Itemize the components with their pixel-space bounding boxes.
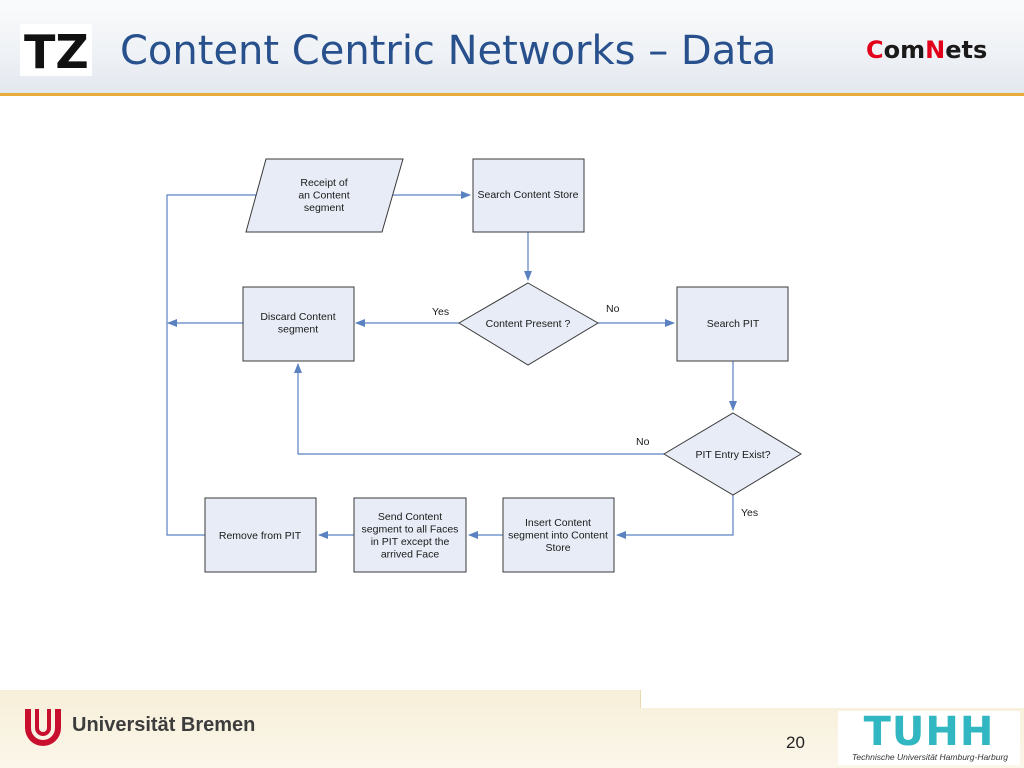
- node-label-line: an Content: [298, 190, 349, 202]
- edge-pit-exist-yes-to-insert-cs: [616, 495, 734, 539]
- node-content-present-shape: [458, 282, 599, 366]
- tuhh-logo: TUHH Technische Universität Hamburg-Harb…: [838, 709, 1020, 765]
- tuhh-subtitle: Technische Universität Hamburg-Harburg: [851, 752, 1009, 762]
- edge-label-no-pit: No: [636, 436, 650, 448]
- comnets-logo-part: ets: [945, 36, 988, 64]
- edge-labels: Yes No No Yes: [432, 303, 758, 519]
- node-insert-cs-shape: [502, 497, 615, 573]
- tzi-logo-text: TZi: [24, 25, 92, 76]
- node-label-line: Receipt of: [300, 177, 347, 189]
- node-label-line: Store: [545, 542, 570, 554]
- node-label-line: segment into Content: [508, 530, 608, 542]
- node-label-line: Remove from PIT: [219, 530, 302, 542]
- node-discard-shape: [242, 286, 355, 362]
- tzi-logo: TZi: [20, 24, 92, 76]
- node-label-line: Search Content Store: [478, 189, 579, 201]
- page-title: Content Centric Networks – Data: [120, 28, 777, 74]
- comnets-logo-part: C: [866, 36, 884, 64]
- university-name: Universität Bremen: [72, 714, 256, 736]
- node-pit-exist-label: PIT Entry Exist?: [695, 449, 770, 461]
- node-remove-pit-shape: [204, 497, 317, 573]
- node-label-line: Discard Content: [260, 311, 335, 323]
- header-divider: [0, 93, 1024, 96]
- slide-header: [0, 0, 1024, 93]
- edge-label-yes-present: Yes: [432, 306, 449, 318]
- node-send-content-shape: [353, 497, 467, 573]
- footer-divider: [640, 690, 1024, 708]
- node-label-line: PIT Entry Exist?: [695, 449, 770, 461]
- edge-label-yes-pit: Yes: [741, 507, 758, 519]
- comnets-logo: ComNets: [866, 36, 987, 64]
- node-label-line: in PIT except the: [371, 536, 450, 548]
- node-search-cs-shape: [472, 158, 585, 233]
- page-number: 20: [786, 733, 805, 752]
- node-search-cs-label: Search Content Store: [478, 189, 579, 201]
- comnets-logo-part: om: [883, 36, 926, 64]
- edge-remove-pit-to-receipt-loop: [166, 191, 267, 536]
- node-label-line: segment: [304, 202, 344, 214]
- node-remove-pit-label: Remove from PIT: [219, 530, 302, 542]
- node-label-line: Content Present ?: [486, 318, 571, 330]
- node-label-line: Send Content: [378, 511, 442, 523]
- node-search-pit-shape: [676, 286, 789, 362]
- flowchart-nodes: [204, 158, 802, 573]
- node-label-line: Insert Content: [525, 517, 591, 529]
- edge-label-no-present: No: [606, 303, 620, 315]
- connectors: [166, 191, 737, 539]
- tuhh-logo-text: TUHH: [863, 709, 995, 755]
- node-content-present-label: Content Present ?: [486, 318, 571, 330]
- university-bremen-logo-icon: [25, 709, 61, 746]
- node-pit-exist-shape: [663, 412, 802, 496]
- comnets-logo-part: N: [925, 36, 946, 64]
- node-receipt-shape: [245, 158, 404, 233]
- node-label-line: segment: [278, 324, 318, 336]
- node-label-line: segment to all Faces: [362, 524, 459, 536]
- node-search-pit-label: Search PIT: [707, 318, 760, 330]
- node-label-line: arrived Face: [381, 549, 440, 561]
- tzi-logo-background: [20, 24, 92, 76]
- edge-pit-exist-no-to-discard: [294, 363, 664, 455]
- node-label-line: Search PIT: [707, 318, 760, 330]
